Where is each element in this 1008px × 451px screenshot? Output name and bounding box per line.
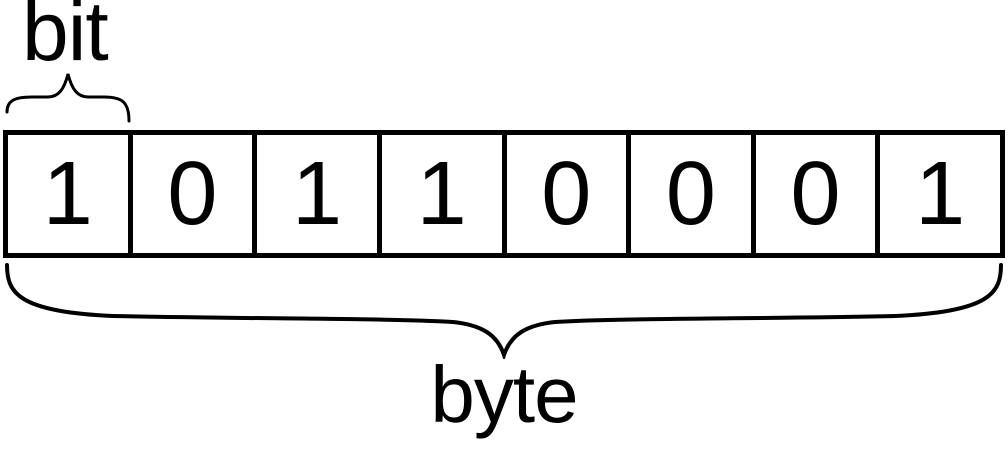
bit-cell: 1	[915, 144, 966, 244]
byte-brace-icon	[5, 263, 1003, 359]
byte-row: 1 0 1 1 0 0 0 1	[3, 130, 1005, 258]
bit-cell: 1	[382, 135, 507, 253]
bit-brace-icon	[5, 73, 131, 123]
bit-cell: 0	[133, 135, 258, 253]
bit-cell: 0	[631, 135, 756, 253]
bit-label: bit	[22, 0, 109, 78]
bit-cell: 1	[8, 135, 133, 253]
byte-label: byte	[430, 350, 578, 439]
bit-cell: 0	[507, 135, 632, 253]
bit-cell: 1	[257, 135, 382, 253]
bit-cell: 0	[756, 135, 881, 253]
